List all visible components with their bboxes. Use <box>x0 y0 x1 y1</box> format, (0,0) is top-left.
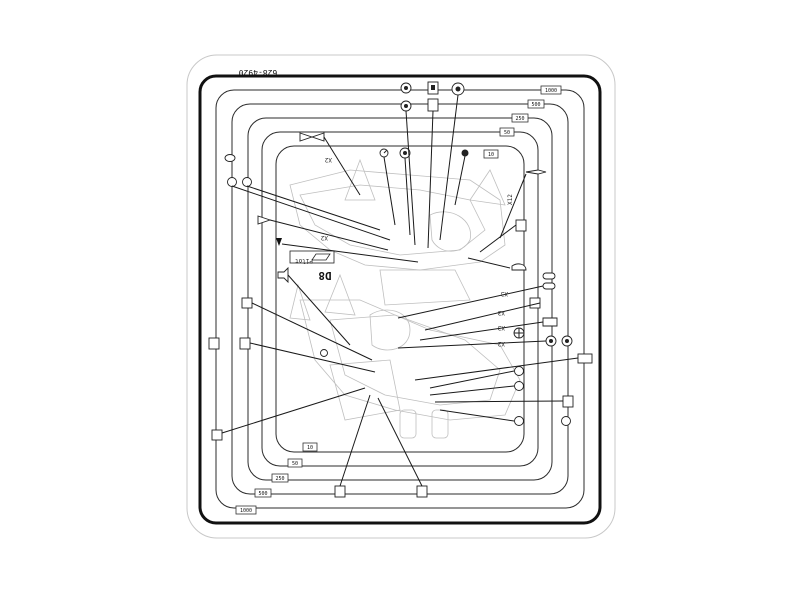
frame-500 <box>231 103 569 495</box>
harness-label-3: X12 <box>507 194 514 205</box>
lamp-icon-right-3 <box>514 381 524 391</box>
harness-label-5: X3 <box>497 309 505 316</box>
tag-top-250: 250 <box>511 113 529 123</box>
svg-text:50: 50 <box>504 130 510 136</box>
tag-top-500: 500 <box>527 99 545 109</box>
svg-text:1000: 1000 <box>545 88 557 94</box>
tag-bottom-500: 500 <box>254 488 272 498</box>
fan-icon <box>513 327 525 339</box>
gear-icon-top-2 <box>451 82 465 96</box>
gear-icon-top-1 <box>400 82 412 94</box>
switch-icon-top <box>427 81 439 95</box>
switch-icon-bottom-1 <box>334 485 346 498</box>
harness-label-7: X2 <box>497 340 505 347</box>
tag-top-10: 10 <box>483 149 499 159</box>
tag-bottom-50: 50 <box>287 458 303 468</box>
svg-text:500: 500 <box>258 491 267 497</box>
relay-icon-small <box>320 349 328 357</box>
connector-icon-right-1 <box>542 272 556 290</box>
tag-top-50: 50 <box>499 127 515 137</box>
svg-text:250: 250 <box>515 116 524 122</box>
lamp-icon-left-1 <box>224 154 236 162</box>
battery-icon <box>276 238 282 246</box>
lamp-icon-right-2 <box>514 366 524 376</box>
svg-text:10: 10 <box>488 152 494 158</box>
harness-label-2: X2 <box>320 234 328 241</box>
tag-bottom-outer: 1000 <box>235 505 257 515</box>
speaker-icon <box>277 266 289 284</box>
switch-icon-top-2 <box>427 98 439 112</box>
harness-label-6: X3 <box>497 324 505 331</box>
tractor-outline-lower <box>289 273 521 439</box>
horn-icon-right-2 <box>511 263 527 271</box>
svg-text:50: 50 <box>292 461 298 467</box>
gear-icon-right-2 <box>561 335 573 347</box>
tractor-outline-upper <box>289 158 506 306</box>
model-label: D8 <box>318 269 331 282</box>
tag-top-outer: 1000 <box>540 85 562 95</box>
svg-text:10: 10 <box>307 445 313 451</box>
svg-text:500: 500 <box>531 102 540 108</box>
leader-lines <box>221 94 579 487</box>
svg-text:1000: 1000 <box>240 508 252 514</box>
lamp-icon-left-3 <box>257 215 272 225</box>
horn-icon <box>299 132 325 142</box>
pilot-box: Pilot <box>289 250 335 264</box>
part-number: 628-4920 <box>239 68 278 77</box>
harness-label-1: X2 <box>324 156 332 163</box>
gear-icon-top-4 <box>399 147 411 159</box>
svg-text:250: 250 <box>275 476 284 482</box>
relay-icon-left-2 <box>239 337 251 350</box>
relay-icon-left-1 <box>208 337 220 350</box>
switch-icon-right <box>515 219 527 232</box>
switch-icon-right-bottom <box>562 395 574 408</box>
sensor-icon-top <box>461 149 469 157</box>
outer-card <box>186 54 616 539</box>
lamp-icon-right-4 <box>514 416 571 426</box>
horn-icon-right <box>525 169 547 175</box>
switch-icon-left-bottom <box>211 429 223 441</box>
tag-bottom-250: 250 <box>271 473 289 483</box>
switch-icon-bottom-2 <box>416 485 428 498</box>
harness-label-4: X3 <box>500 290 508 297</box>
outer-border <box>198 74 602 525</box>
frame-1000 <box>215 89 585 509</box>
gear-icon-right-1 <box>545 335 557 347</box>
lamp-icon-right-1 <box>542 317 558 327</box>
monitor-icon <box>577 353 593 364</box>
svg-text:Pilot: Pilot <box>295 257 313 264</box>
gauge-icon <box>379 148 389 158</box>
resistor-icon-left <box>241 297 253 309</box>
frame-10 <box>275 145 525 453</box>
tag-bottom-10: 10 <box>302 442 318 452</box>
gear-icon-top-3 <box>400 100 412 112</box>
